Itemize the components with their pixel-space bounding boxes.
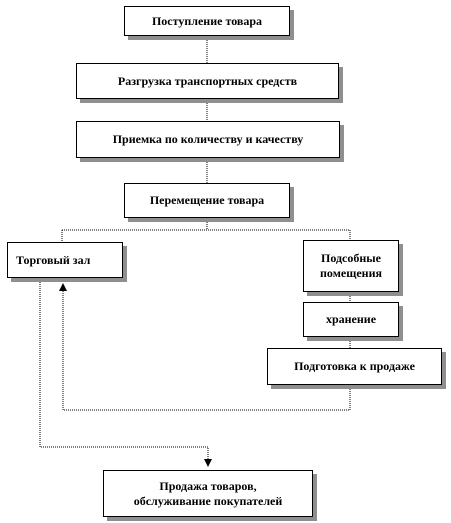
node-sale-label-line2: обслуживание покупателей — [133, 493, 283, 508]
node-storage: хранение — [303, 302, 399, 337]
node-movement: Перемещение товара — [124, 183, 290, 218]
connector-preparation-to-sales-hall — [59, 283, 351, 411]
node-arrival-label: Поступление товара — [151, 13, 263, 28]
connector-sales-hall-to-sale — [39, 278, 212, 467]
node-sales-hall-label: Торговый зал — [16, 252, 91, 267]
node-movement-label: Перемещение товара — [149, 193, 265, 207]
node-sales-hall: Торговый зал — [7, 242, 123, 278]
node-preparation: Подготовка к продаже — [267, 348, 442, 385]
node-sale-label-line1: Продажа товаров, — [159, 478, 257, 493]
node-auxiliary-label: Подсобные помещения — [320, 251, 382, 281]
node-acceptance-label: Приемка по количеству и качеству — [112, 132, 304, 146]
node-sale-label: Продажа товаров, обслуживание покупателе… — [134, 479, 283, 509]
node-storage-label: хранение — [325, 312, 377, 326]
node-auxiliary-premises: Подсобные помещения — [303, 240, 399, 292]
node-preparation-label: Подготовка к продаже — [294, 359, 415, 373]
node-arrival: Поступление товара — [124, 6, 290, 36]
node-acceptance: Приемка по количеству и качеству — [76, 121, 340, 158]
node-auxiliary-label-line2: помещения — [320, 266, 382, 280]
node-unloading-label: Разгрузка транспортных средств — [117, 73, 298, 88]
node-unloading: Разгрузка транспортных средств — [76, 63, 339, 99]
node-sale-service: Продажа товаров, обслуживание покупателе… — [103, 470, 313, 517]
node-auxiliary-label-line1: Подсобные — [321, 251, 381, 265]
